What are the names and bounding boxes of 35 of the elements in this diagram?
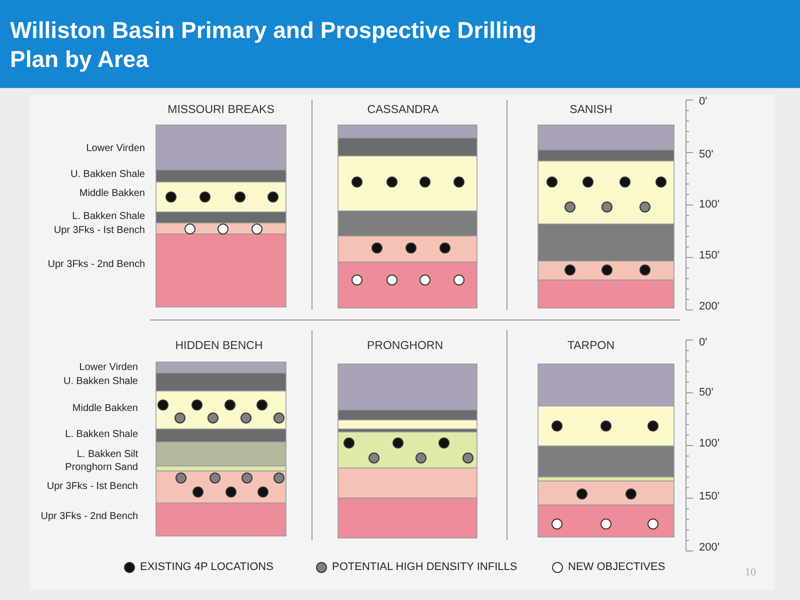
area-title: TARPON bbox=[567, 339, 615, 353]
page-number: 10 bbox=[745, 566, 756, 580]
depth-label: 50' bbox=[699, 386, 714, 400]
depth-label: 200' bbox=[699, 300, 720, 314]
formation-label: Upr 3Fks - 2nd Bench bbox=[40, 511, 138, 523]
slide-title: Williston Basin Primary and Prospective Drilling Plan by Area bbox=[10, 16, 538, 74]
formation-label: U. Bakken Shale bbox=[64, 376, 138, 388]
formation-label: Upr 3Fks - Ist Bench bbox=[46, 481, 138, 493]
depth-label: 0' bbox=[699, 96, 708, 108]
formation-label: Upr 3Fks - Ist Bench bbox=[54, 225, 145, 237]
formation-label: L. Bakken Silt bbox=[76, 449, 138, 461]
legend-text: NEW OBJECTIVES bbox=[568, 560, 666, 574]
formation-label: L. Bakken Shale bbox=[65, 429, 138, 441]
depth-label: 0' bbox=[699, 336, 708, 350]
formation-label: Pronghorn Sand bbox=[65, 462, 138, 474]
area-title: HIDDEN BENCH bbox=[175, 339, 263, 353]
formation-label: Middle Bakken bbox=[72, 403, 138, 415]
formation-label: Middle Bakken bbox=[79, 188, 145, 200]
area-title: PRONGHORN bbox=[366, 339, 444, 353]
depth-label: 100' bbox=[699, 198, 720, 212]
depth-label: 200' bbox=[699, 542, 720, 554]
depth-label: 150' bbox=[699, 490, 720, 504]
formation-label: U. Bakken Shale bbox=[70, 169, 145, 181]
area-title: MISSOURI BREAKS bbox=[168, 103, 274, 117]
formation-label: Lower Virden bbox=[86, 143, 145, 155]
formation-label: L. Bakken Shale bbox=[72, 211, 145, 223]
depth-label: 150' bbox=[699, 250, 720, 262]
area-title: SANISH bbox=[570, 103, 612, 117]
formation-label: Upr 3Fks - 2nd Bench bbox=[48, 259, 145, 271]
depth-label: 100' bbox=[699, 438, 720, 450]
formation-label: Lower Virden bbox=[79, 362, 138, 374]
area-title: CASSANDRA bbox=[367, 103, 439, 117]
legend-text: EXISTING 4P LOCATIONS bbox=[140, 560, 274, 574]
depth-label: 50' bbox=[699, 148, 714, 162]
legend-text: POTENTIAL HIGH DENSITY INFILLS bbox=[332, 560, 518, 574]
